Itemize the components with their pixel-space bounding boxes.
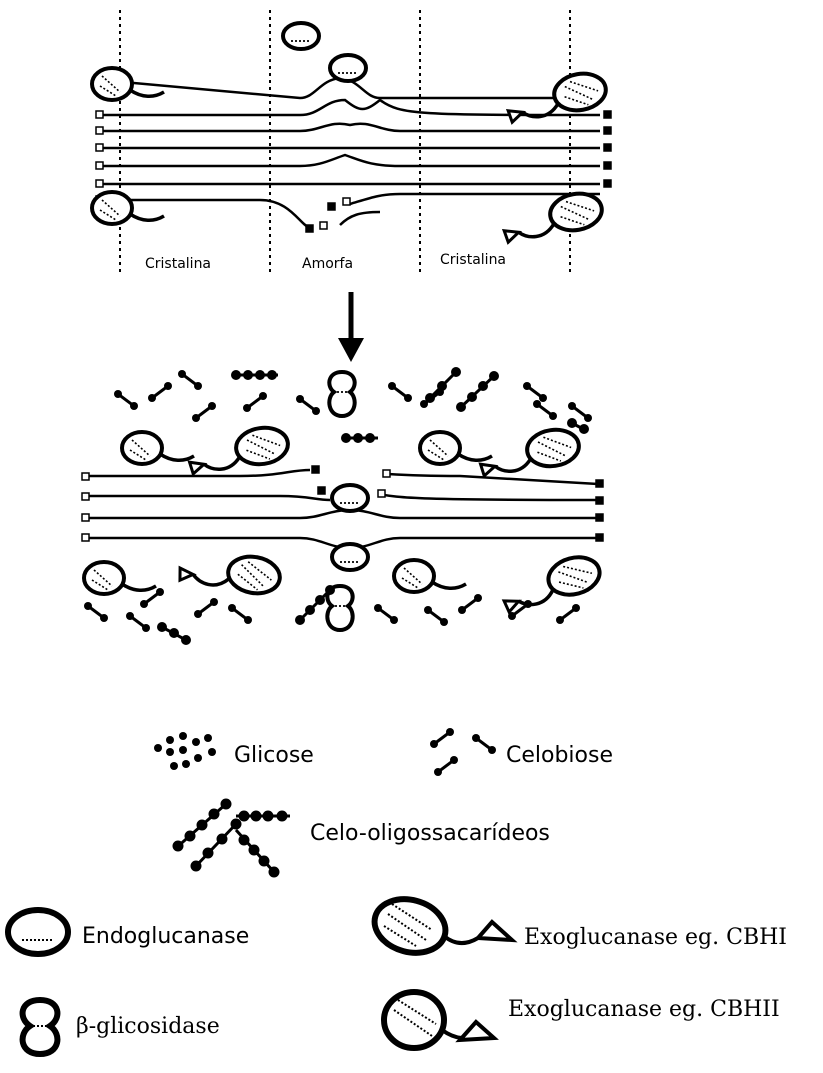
region-label-cristalina-left: Cristalina — [145, 256, 211, 272]
down-arrow-icon — [338, 292, 364, 362]
region-label-cristalina-right: Cristalina — [440, 252, 506, 268]
beta-glicosidase-icon — [23, 1000, 58, 1054]
cellulose-fiber-bottom — [82, 369, 604, 644]
celobiose-icon — [430, 728, 496, 776]
legend: Glicose Celobiose Celo-oligossacarídeos … — [8, 728, 787, 1054]
region-label-amorfa: Amorfa — [302, 256, 353, 272]
exoglucanase-cbhii-icon — [384, 992, 494, 1048]
legend-endoglucanase-label: Endoglucanase — [82, 924, 249, 949]
celo-oligossacarideos-icon — [174, 800, 290, 876]
legend-celo-oligossacarideos-label: Celo-oligossacarídeos — [310, 821, 550, 846]
legend-exoglucanase-cbhii-label: Exoglucanase eg. CBHII — [508, 997, 780, 1022]
legend-exoglucanase-cbhi-label: Exoglucanase eg. CBHI — [524, 925, 787, 950]
exoglucanase-cbhi-icon — [368, 892, 512, 961]
endoglucanase-icon — [8, 910, 68, 954]
glicose-icon — [154, 732, 216, 770]
legend-beta-glicosidase-label: β-glicosidase — [76, 1014, 220, 1039]
legend-celobiose-label: Celobiose — [506, 743, 613, 768]
cellulose-fiber-top: Cristalina Amorfa Cristalina — [92, 10, 611, 272]
legend-glicose-label: Glicose — [234, 743, 314, 768]
